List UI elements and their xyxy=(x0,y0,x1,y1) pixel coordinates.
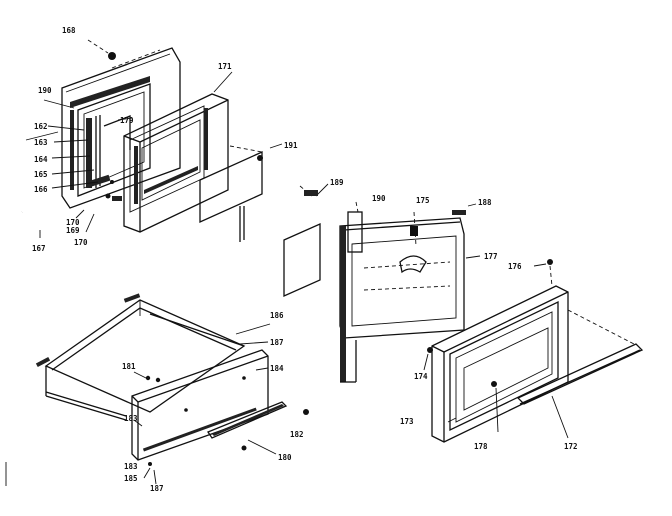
cover-plate-191 xyxy=(199,143,283,242)
part-label-184: 184 xyxy=(270,364,284,373)
part-label-168: 168 xyxy=(62,26,76,35)
part-label-187: 187 xyxy=(270,338,284,347)
part-label-176: 176 xyxy=(508,262,522,271)
part-label-190: 190 xyxy=(38,86,52,95)
drawer-box xyxy=(35,293,309,485)
part-label-170: 170 xyxy=(74,238,88,247)
rear-frame-assembly xyxy=(21,39,181,238)
part-label-181: 181 xyxy=(122,362,136,371)
part-label-170: 170 xyxy=(66,218,80,227)
part-label-178: 178 xyxy=(474,442,488,451)
part-label-180: 180 xyxy=(278,453,292,462)
part-label-162: 162 xyxy=(34,122,48,131)
part-label-177: 177 xyxy=(484,252,498,261)
door-frame-173 xyxy=(431,259,644,443)
part-label-183: 183 xyxy=(124,462,138,471)
part-label-167: 167 xyxy=(32,244,46,253)
part-label-190: 190 xyxy=(372,194,386,203)
part-label-179: 179 xyxy=(120,116,134,125)
center-panel-177 xyxy=(339,201,481,383)
part-label-166: 166 xyxy=(34,185,48,194)
part-label-189: 189 xyxy=(330,178,344,187)
part-label-169: 169 xyxy=(66,226,80,235)
part-label-165: 165 xyxy=(34,170,48,179)
part-label-174: 174 xyxy=(414,372,428,381)
part-label-185: 185 xyxy=(124,474,138,483)
part-label-183: 183 xyxy=(124,414,138,423)
part-label-172: 172 xyxy=(564,442,578,451)
part-label-187: 187 xyxy=(150,484,164,493)
part-label-173: 173 xyxy=(400,417,414,426)
part-label-171: 171 xyxy=(218,62,232,71)
bracket-189 xyxy=(283,183,329,298)
part-label-191: 191 xyxy=(284,141,298,150)
part-label-164: 164 xyxy=(34,155,48,164)
part-label-175: 175 xyxy=(416,196,430,205)
part-label-188: 188 xyxy=(478,198,492,207)
part-label-163: 163 xyxy=(34,138,48,147)
front-panel-171 xyxy=(123,71,233,233)
part-label-186: 186 xyxy=(270,311,284,320)
part-label-182: 182 xyxy=(290,430,304,439)
part-number-labels: 168 171 190 179 162 163 164 165 166 167 … xyxy=(32,26,578,493)
